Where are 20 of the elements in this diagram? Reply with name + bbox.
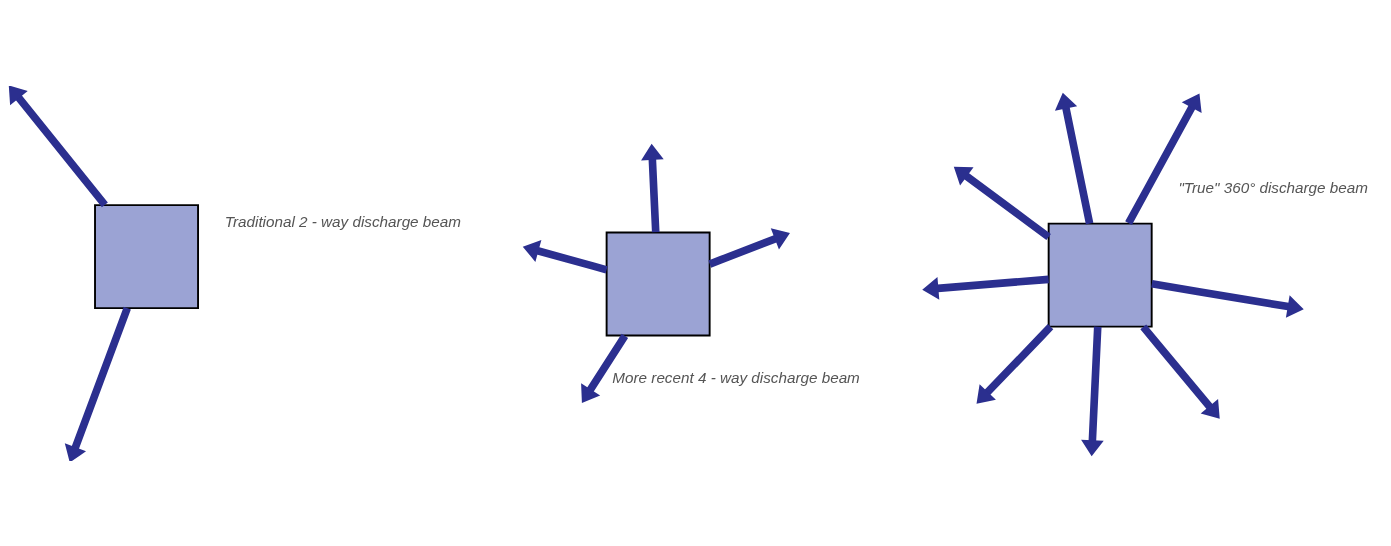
node-box: [94, 203, 199, 309]
node-box: [1047, 222, 1153, 328]
arrow: [581, 333, 629, 403]
arrow: [953, 166, 1051, 240]
arrow: [522, 239, 608, 273]
arrow: [1151, 279, 1304, 318]
arrow: [64, 306, 131, 461]
arrow: [1054, 92, 1094, 224]
arrow: [1140, 324, 1220, 419]
arrow: [708, 227, 790, 268]
node-label: "True" 360° discharge beam: [1178, 178, 1368, 196]
arrow: [1125, 92, 1202, 225]
node-label: Traditional 2 - way discharge beam: [224, 212, 461, 230]
node-label: More recent 4 - way discharge beam: [612, 368, 860, 386]
arrow: [641, 143, 664, 232]
arrow: [976, 323, 1054, 404]
arrow: [8, 85, 108, 207]
arrow: [922, 275, 1049, 300]
node-box: [605, 231, 711, 336]
arrow: [1081, 326, 1104, 456]
